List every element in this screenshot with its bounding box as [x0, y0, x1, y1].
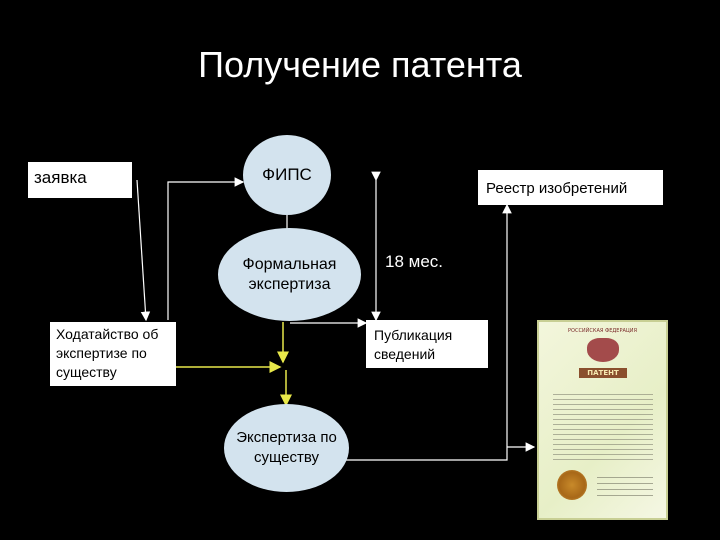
fips-label: ФИПС [262, 165, 312, 184]
publication-label: Публикация сведений [374, 327, 453, 362]
patent-heading: РОССИЙСКАЯ ФЕДЕРАЦИЯ [568, 328, 637, 334]
formal-expertise-label: Формальная экспертиза [242, 255, 337, 293]
connector-to-reestr [336, 203, 512, 461]
substantive-expertise-label: Экспертиза по существу [236, 429, 337, 466]
khodataistvo-box: Ходатайство об экспертизе по существу [50, 322, 176, 386]
khodataistvo-label: Ходатайство об экспертизе по существу [56, 326, 159, 380]
patent-document-image: РОССИЙСКАЯ ФЕДЕРАЦИЯ ПАТЕНТ [537, 320, 668, 520]
page-title: Получение патента [198, 44, 522, 85]
coat-of-arms-icon [587, 338, 619, 362]
patent-word: ПАТЕНТ [579, 368, 627, 378]
seal-icon [557, 470, 587, 500]
fips-node: ФИПС [243, 135, 331, 215]
connector-zayavka-fips [167, 177, 245, 320]
arrow-zayavka-to-khodataistvo [136, 179, 151, 322]
substantive-expertise-node: Экспертиза по существу [224, 404, 349, 492]
zayavka-label: заявка [34, 168, 87, 187]
zayavka-box: заявка [28, 162, 132, 198]
reestr-label: Реестр изобретений [486, 180, 628, 197]
eighteen-months-label: 18 мес. [385, 252, 443, 271]
patent-text-lines [553, 390, 653, 460]
formal-expertise-node: Формальная экспертиза [218, 228, 361, 321]
reestr-box: Реестр изобретений [478, 170, 663, 205]
signature-lines [597, 472, 653, 498]
publication-box: Публикация сведений [366, 320, 488, 368]
three-years-label: 3 года [89, 249, 132, 266]
